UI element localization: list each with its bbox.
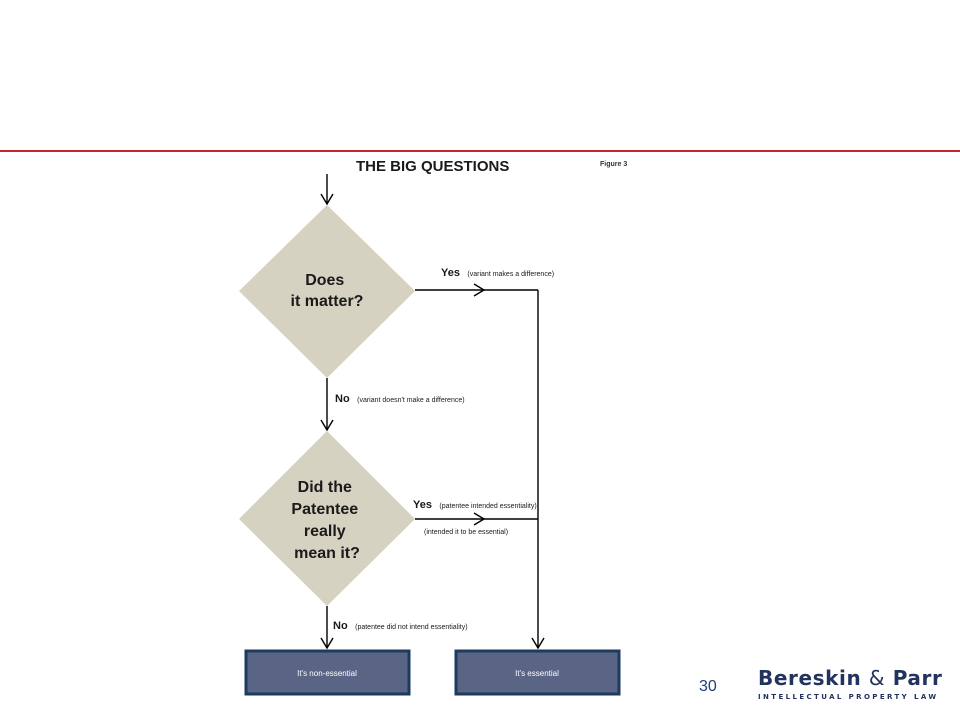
decision-line: Patentee — [291, 501, 358, 518]
company-logo: Bereskin & Parr INTELLECTUAL PROPERTY LA… — [758, 666, 942, 701]
edge-note-mean-yes: (intended it to be essential) — [424, 529, 508, 536]
decision-line: Does — [305, 272, 344, 289]
decision-does-it-matter — [239, 205, 415, 378]
edge-yes-word: Yes — [441, 267, 460, 279]
header-rule — [0, 150, 960, 152]
logo-part: Bereskin — [758, 666, 862, 690]
logo-name: Bereskin & Parr — [758, 666, 942, 690]
edge-no-word: No — [335, 393, 350, 405]
outcome-non-essential-label: It's non-essential — [297, 669, 357, 678]
edge-label-mean-no: No (patentee did not intend essentiality… — [333, 616, 468, 633]
decision-really-mean-it-label: Did the Patentee really mean it? — [291, 479, 362, 562]
edge-label-mean-yes: Yes (patentee intended essentiality) — [413, 495, 537, 512]
edge-no-detail: (patentee did not intend essentiality) — [355, 624, 467, 631]
edge-no-detail: (variant doesn't make a difference) — [357, 397, 464, 404]
outcome-essential-label: It's essential — [515, 669, 559, 678]
decision-line: mean it? — [294, 545, 360, 562]
logo-tagline: INTELLECTUAL PROPERTY LAW — [758, 693, 939, 701]
edge-no-word: No — [333, 620, 348, 632]
decision-really-mean-it — [239, 431, 415, 606]
decision-line: Did the — [298, 479, 352, 496]
decision-line: really — [304, 523, 346, 540]
edge-label-matter-no: No (variant doesn't make a difference) — [335, 389, 465, 406]
edge-yes-detail: (variant makes a difference) — [467, 271, 554, 278]
figure-label: Figure 3 — [600, 161, 627, 168]
decision-does-it-matter-label: Does it matter? — [291, 272, 364, 310]
logo-ampersand: & — [868, 666, 886, 690]
edge-yes-word: Yes — [413, 499, 432, 511]
edge-yes-detail: (patentee intended essentiality) — [439, 503, 536, 510]
diagram-title: THE BIG QUESTIONS — [356, 158, 509, 175]
outcome-non-essential — [244, 649, 411, 696]
page-number: 30 — [699, 678, 717, 695]
outcome-essential — [454, 649, 621, 696]
decision-line: it matter? — [291, 293, 364, 310]
edge-label-matter-yes: Yes (variant makes a difference) — [441, 263, 554, 280]
logo-part: Parr — [892, 666, 943, 690]
